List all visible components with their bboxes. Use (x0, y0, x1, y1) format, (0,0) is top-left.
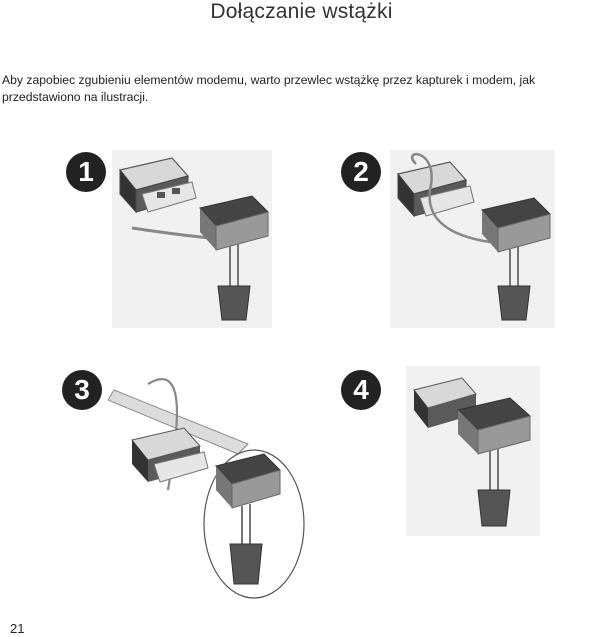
usb-modem-illustration-step-3 (108, 370, 308, 602)
step-badge-4: 4 (341, 370, 381, 410)
usb-modem-illustration-step-4 (406, 366, 540, 536)
page-number: 21 (10, 621, 25, 636)
step-badge-1: 1 (66, 152, 106, 192)
page-title: Dołączanie wstążki (210, 0, 393, 23)
usb-modem-illustration-step-1 (112, 150, 272, 328)
usb-modem-illustration-step-2 (390, 150, 555, 328)
step-badge-3: 3 (62, 370, 102, 410)
intro-paragraph: Aby zapobiec zgubieniu elementów modemu,… (2, 73, 536, 104)
step-badge-2: 2 (341, 152, 381, 192)
